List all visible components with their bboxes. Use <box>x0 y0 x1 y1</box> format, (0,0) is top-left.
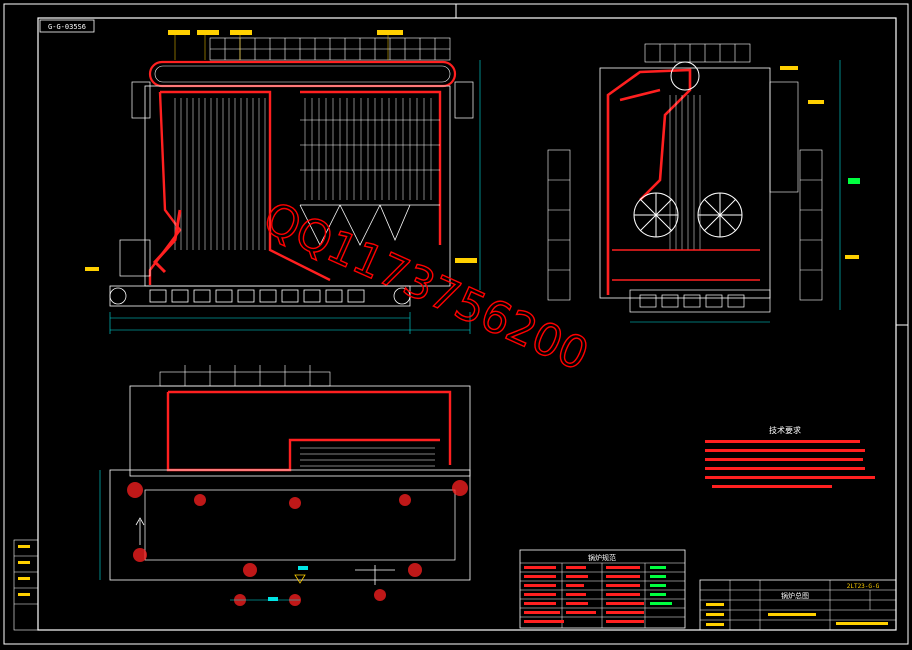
front-elevation-view <box>85 30 481 334</box>
parameter-table: 锅炉规范 <box>519 549 686 629</box>
sheet-code: G-G-035S6 <box>48 23 86 31</box>
title-block: 锅炉总图 2LT23-G-G <box>699 579 897 631</box>
fan-circle-icon <box>697 192 743 238</box>
sheet-frame <box>3 3 909 645</box>
tech-requirements-title: 技术要求 <box>769 425 801 435</box>
side-water-wall <box>606 68 692 295</box>
front-labels <box>85 30 477 271</box>
sheet-code-box: G-G-035S6 <box>39 19 95 33</box>
front-dimensions <box>109 60 481 334</box>
ash-hoppers <box>299 204 440 246</box>
drawing-number: 2LT23-G-G <box>847 583 880 590</box>
section-arrow-icon <box>135 517 395 585</box>
tube-bank-right <box>300 98 440 200</box>
drawing-title: 锅炉总图 <box>781 591 809 600</box>
params-title: 锅炉规范 <box>588 553 616 562</box>
technical-requirements: 技术要求 <box>705 425 875 488</box>
chain-grate <box>109 285 411 307</box>
plan-view <box>99 365 471 606</box>
left-title-strip <box>13 539 39 631</box>
fan-circle-icon <box>633 192 679 238</box>
elevation-mark-icon <box>294 574 306 584</box>
side-section-view <box>547 43 860 323</box>
side-drum <box>670 61 700 91</box>
tube-bank-left <box>174 98 266 250</box>
